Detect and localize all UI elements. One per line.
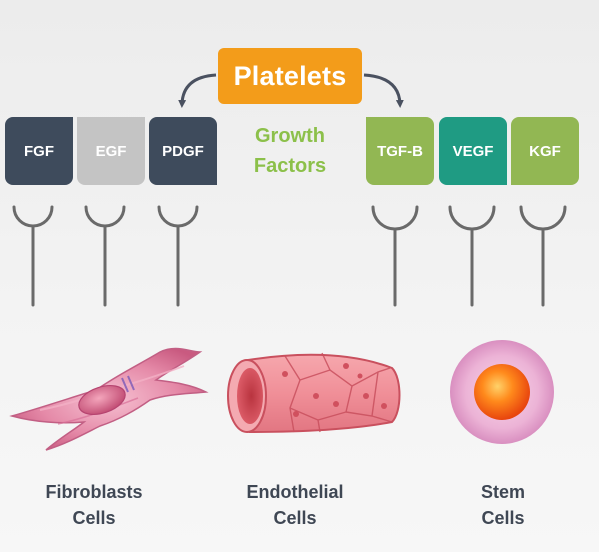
factor-tgf-b: TGF-B xyxy=(366,117,434,185)
endothelial-cell-icon xyxy=(227,352,401,434)
fibroblast-label: Fibroblasts Cells xyxy=(9,479,179,531)
endothelial-label: Endothelial Cells xyxy=(210,479,380,531)
factor-fgf: FGF xyxy=(5,117,73,185)
stem-label-line-1: Stem xyxy=(480,482,525,502)
fibroblast-label-line-2: Cells xyxy=(72,508,116,528)
factor-kgf-label: KGF xyxy=(529,142,561,160)
platelets-box: Platelets xyxy=(218,48,362,104)
factor-fgf-label: FGF xyxy=(24,142,54,160)
factor-egf-label: EGF xyxy=(95,142,127,160)
receptor-fgf-icon xyxy=(12,205,54,307)
arrow-to-right-factors xyxy=(363,73,404,108)
receptor-pdgf-icon xyxy=(157,205,199,307)
factor-pdgf-label: PDGF xyxy=(162,142,204,160)
endothelial-label-line-2: Cells xyxy=(273,508,317,528)
receptor-kgf-icon xyxy=(519,205,567,307)
platelets-label: Platelets xyxy=(233,60,347,91)
factor-egf: EGF xyxy=(77,117,145,185)
factor-vegf: VEGF xyxy=(439,117,507,185)
arrow-to-left-factors xyxy=(178,73,217,108)
growth-factors-line-1: Growth xyxy=(255,125,325,147)
stem-label: Stem Cells xyxy=(418,479,588,531)
factor-kgf: KGF xyxy=(511,117,579,185)
receptor-vegf-icon xyxy=(448,205,496,307)
growth-factors-line-2: Factors xyxy=(253,155,327,177)
receptor-tgf-b-icon xyxy=(371,205,419,307)
factor-tgf-b-label: TGF-B xyxy=(377,142,423,160)
endothelial-label-line-1: Endothelial xyxy=(246,482,344,502)
factor-vegf-label: VEGF xyxy=(452,142,494,160)
stem-cell-icon xyxy=(450,340,554,444)
fibroblast-cell-icon xyxy=(9,347,209,451)
receptor-egf-icon xyxy=(84,205,126,307)
factor-pdgf: PDGF xyxy=(149,117,217,185)
stem-label-line-2: Cells xyxy=(481,508,525,528)
fibroblast-label-line-1: Fibroblasts xyxy=(45,482,143,502)
growth-factors-label: Growth Factors xyxy=(226,121,354,181)
